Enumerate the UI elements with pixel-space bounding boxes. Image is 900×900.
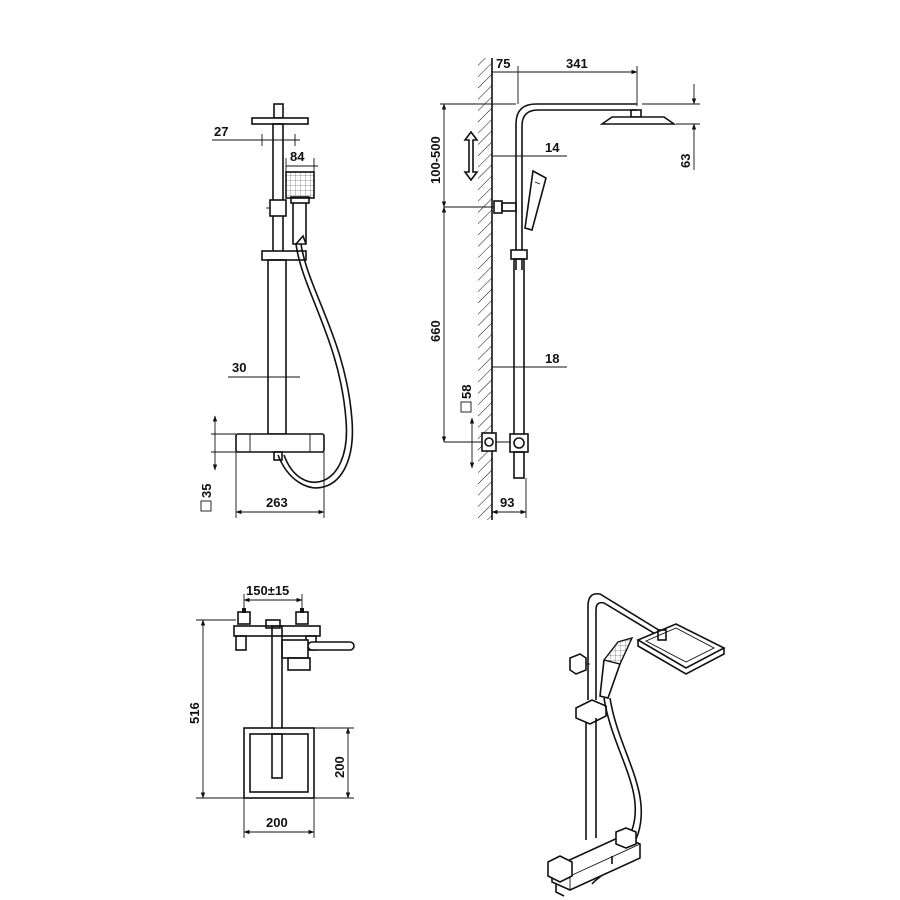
iso-arm [587,592,663,700]
iso-handle-left [547,855,573,883]
side-mixer-body [509,433,529,453]
top-hand-shower [307,641,355,651]
adjust-arrow-icon [463,130,479,182]
iso-slider [575,699,607,725]
front-thermostat-body [235,433,325,453]
dim-inlet-centres-label: 150±15 [246,583,289,598]
iso-lower-pipe [585,718,597,840]
side-shower-head [599,116,677,125]
dim-arm-reach-label: 341 [566,56,588,71]
front-hand-shower-head [285,171,315,199]
dim-head-width-200-label: 200 [266,815,288,830]
dim-bracket-height-label: 660 [428,320,443,342]
front-view: 27 84 30 [199,103,354,518]
front-head-stub [273,103,284,119]
dim-head-depth-200-label: 200 [332,756,347,778]
top-shower-head [243,727,315,799]
side-bracket [493,200,503,214]
front-upper-riser [272,123,284,253]
top-handle-left [235,635,247,651]
top-view: 150±15 516 200 200 [187,583,355,838]
dim-mixer-depth-label: 93 [500,495,514,510]
isometric-view [547,592,726,897]
iso-handle-right [615,827,637,849]
side-slider [510,249,528,260]
dim-adjust-range-label: 100-500 [428,136,443,184]
wall-hatch [478,58,492,520]
dim-thermostat-section-label: 35 [199,484,214,498]
dim-head-depth-label: 27 [214,124,228,139]
front-hand-shower-handle [292,203,307,245]
side-lower-pipe [513,258,525,436]
dim-overall-width-label: 263 [266,495,288,510]
iso-bracket [569,653,587,675]
dim-head-drop-label: 63 [678,154,693,168]
dim-hand-width-label: 84 [290,149,305,164]
top-inlet-left [237,611,251,625]
iso-hand-shower-handle [599,659,621,699]
front-hose [283,243,348,483]
iso-hand-shower-head [602,636,634,665]
side-hand-shower [524,169,547,231]
dim-total-depth-label: 516 [187,702,202,724]
side-arm [515,103,637,270]
front-main-bar [267,259,287,435]
side-view: 75 341 63 14 100-500 [428,56,700,520]
dim-wall-offset-label: 75 [496,56,510,71]
side-inlet [481,432,497,452]
dim-bar-width-label: 30 [232,360,246,375]
dim-riser-diameter-label: 14 [545,140,560,155]
front-head [251,117,309,125]
top-inlet-right [295,611,309,625]
front-holder [269,199,287,217]
dim-inlet-section-label: 58 [459,385,474,399]
dim-pipe-diameter-label: 18 [545,351,559,366]
